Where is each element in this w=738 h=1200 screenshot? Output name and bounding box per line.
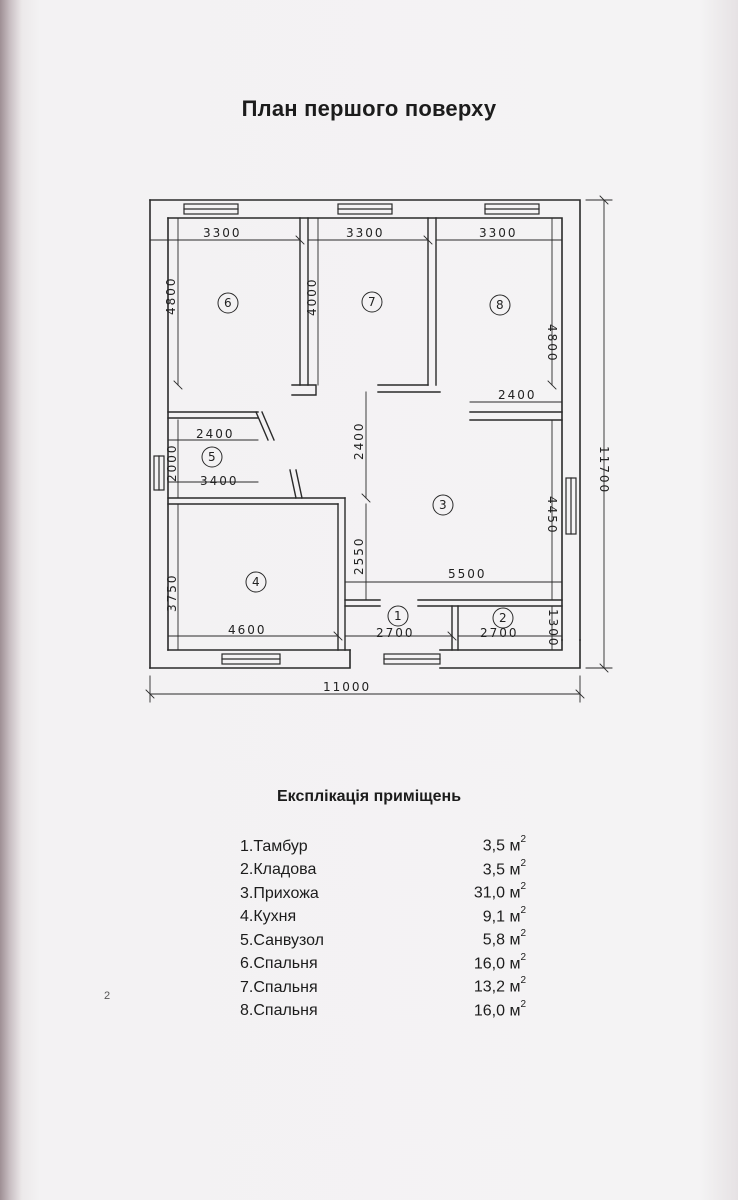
- dim-vestibule-width: 2700: [376, 626, 415, 640]
- legend-room-area: 13,2 м2: [473, 975, 526, 996]
- room-number-2: 2: [499, 611, 507, 625]
- dim-corridor-height: 2550: [352, 536, 366, 575]
- room-number-7: 7: [368, 295, 376, 309]
- dim-total-width: 11000: [323, 680, 371, 694]
- dim-bedroom6-width: 3300: [203, 226, 242, 240]
- legend-room-area: 16,0 м2: [473, 951, 526, 972]
- legend-room-area: 5,8 м2: [482, 928, 526, 949]
- legend-room-area: 16,0 м2: [473, 998, 526, 1019]
- dim-bath-height: 2000: [165, 443, 179, 482]
- room-legend: 1.Тамбур 3,5 м2 2.Кладова 3,5 м2 3.Прихо…: [240, 832, 540, 1020]
- dim-bath-width-bottom: 3400: [200, 474, 239, 488]
- room-number-6: 6: [224, 296, 232, 310]
- stray-mark: 2: [104, 990, 111, 1002]
- legend-row: 8.Спальня 16,0 м2: [240, 997, 540, 1021]
- dim-bedroom7-height: 4000: [305, 277, 319, 316]
- legend-room-area: 3,5 м2: [482, 857, 526, 878]
- room-number-8: 8: [496, 298, 504, 312]
- legend-room-name: 8.Спальня: [240, 1002, 318, 1019]
- dim-bedroom8-height: 4800: [545, 324, 559, 363]
- legend-room-area: 9,1 м2: [482, 904, 526, 925]
- legend-room-area: 3,5 м2: [482, 834, 526, 855]
- dim-total-height: 11700: [597, 446, 611, 494]
- legend-row: 6.Спальня 16,0 м2: [240, 950, 540, 974]
- legend-room-name: 2.Кладова: [240, 861, 317, 878]
- legend-title: Експлікація приміщень: [276, 788, 462, 805]
- interior-walls: [167, 217, 563, 651]
- dim-bedroom6-height: 4800: [164, 276, 178, 315]
- legend-row: 2.Кладова 3,5 м2: [240, 856, 540, 880]
- legend-row: 7.Спальня 13,2 м2: [240, 973, 540, 997]
- legend-row: 4.Кухня 9,1 м2: [240, 903, 540, 927]
- dim-bath-width-top: 2400: [196, 427, 235, 441]
- room-number-1: 1: [394, 609, 402, 623]
- legend-row: 3.Прихожа 31,0 м2: [240, 879, 540, 903]
- legend-room-area: 31,0 м2: [473, 881, 526, 902]
- legend-room-name: 4.Кухня: [240, 908, 297, 925]
- legend-room-name: 1.Тамбур: [240, 837, 308, 855]
- room-number-5: 5: [208, 450, 216, 464]
- room-number-3: 3: [439, 498, 447, 512]
- room-circles: [201, 291, 514, 629]
- legend-room-name: 5.Санвузол: [240, 931, 324, 949]
- dimension-lines: [145, 195, 613, 703]
- dim-kitchen-width: 4600: [228, 623, 267, 637]
- dim-bedroom8-width: 3300: [479, 226, 518, 240]
- windows: [153, 203, 577, 665]
- dim-hall-right-height: 4450: [545, 496, 559, 535]
- room-number-4: 4: [252, 575, 260, 589]
- dim-hall-upper-width: 2400: [498, 388, 537, 402]
- dim-hall-lower-width: 5500: [448, 567, 487, 581]
- dim-storage-height: 1300: [546, 609, 560, 648]
- legend-row: 5.Санвузол 5,8 м2: [240, 926, 540, 950]
- dim-storage-width: 2700: [480, 626, 519, 640]
- legend-room-name: 6.Спальня: [240, 955, 318, 972]
- legend-room-name: 7.Спальня: [240, 978, 318, 996]
- dim-hall-height: 2400: [352, 421, 366, 460]
- legend-row: 1.Тамбур 3,5 м2: [240, 832, 540, 856]
- page-title: План першого поверху: [241, 96, 497, 121]
- dim-kitchen-height: 3750: [165, 573, 179, 612]
- dim-bedroom7-width: 3300: [346, 226, 385, 240]
- legend-room-name: 3.Прихожа: [240, 884, 319, 902]
- floor-plan: 3300 3300 3300 4800 4000 4800 2400 2400 …: [145, 195, 613, 703]
